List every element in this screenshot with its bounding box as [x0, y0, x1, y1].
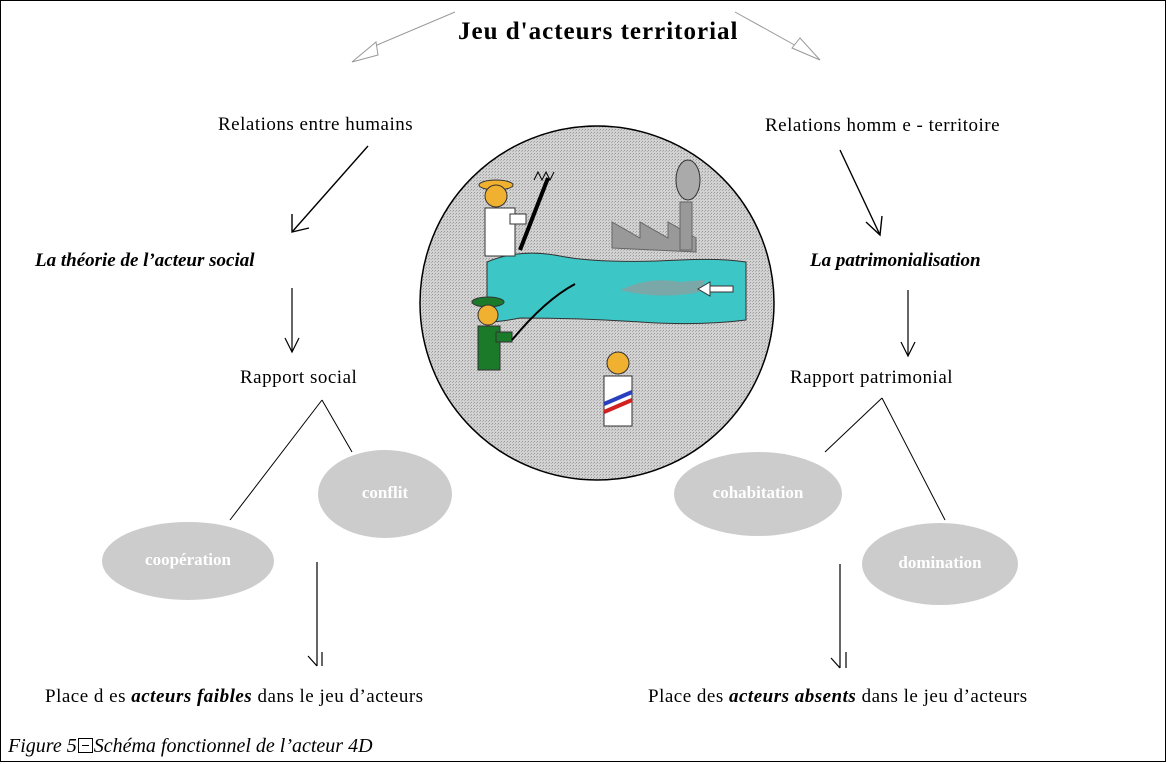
caption-box-glyph: [77, 738, 93, 753]
left-theory-label: La théorie de l’acteur social: [35, 250, 255, 271]
bubble-label-cohabitation: cohabitation: [712, 483, 804, 502]
river-shape: [486, 252, 747, 325]
left-place-after: dans le jeu d’acteurs: [252, 686, 424, 707]
title-arrow-right: [734, 11, 821, 61]
farmer-figure: [478, 170, 555, 257]
left-place-line: Place d es acteurs faibles dans le jeu d…: [45, 686, 424, 708]
mayor-figure: [603, 351, 633, 427]
bubble-label-domination: domination: [898, 553, 982, 572]
right-report-label: Rapport patrimonial: [790, 367, 954, 388]
arrow-left-relations-to-theory: [291, 145, 369, 233]
right-place-line: Place des acteurs absents dans le jeu d’…: [648, 686, 1028, 708]
fish-shape: [620, 280, 705, 296]
right-place-emphasis: acteurs absents: [728, 686, 857, 707]
bubble-cohabitation: [674, 452, 842, 536]
arrow-right-theory-to-report: [900, 290, 916, 358]
arrow-right-relations-to-theory: [839, 149, 883, 237]
left-tree-lines: [229, 399, 353, 521]
title-arrow-left: [351, 11, 456, 63]
figure-caption: Figure 5 Schéma fonctionnel de l’acteur 4…: [8, 735, 373, 758]
caption-prefix: Figure 5: [8, 735, 77, 757]
bubble-cooperation: [102, 522, 274, 600]
factory-icon: [611, 159, 701, 253]
right-relations-label: Relations homm e - territoire: [765, 115, 1001, 136]
right-tree-lines: [824, 397, 946, 521]
arrow-left-theory-to-report: [284, 288, 300, 354]
left-report-label: Rapport social: [240, 367, 358, 388]
bubble-domination: [862, 523, 1018, 605]
right-theory-label: La patrimonialisation: [810, 250, 981, 271]
bubble-label-conflit: conflit: [361, 483, 409, 502]
diagram-title: Jeu d'acteurs territorial: [458, 18, 739, 45]
right-place-after: dans le jeu d’acteurs: [856, 686, 1028, 707]
bubble-conflit: [318, 450, 452, 538]
bubble-label-cooperation: coopération: [145, 550, 231, 569]
fisherman-figure: [471, 283, 576, 371]
arrow-left-to-place: [307, 562, 323, 667]
caption-text: Schéma fonctionnel de l’acteur 4D: [93, 735, 373, 757]
arrow-right-to-place: [830, 564, 847, 669]
left-place-before: Place d es: [45, 686, 132, 707]
right-place-before: Place des: [648, 686, 729, 707]
left-relations-label: Relations entre humains: [218, 114, 414, 135]
left-place-emphasis: acteurs faibles: [131, 686, 253, 707]
current-arrow-icon: [697, 281, 734, 297]
territory-illustration: [419, 125, 775, 481]
